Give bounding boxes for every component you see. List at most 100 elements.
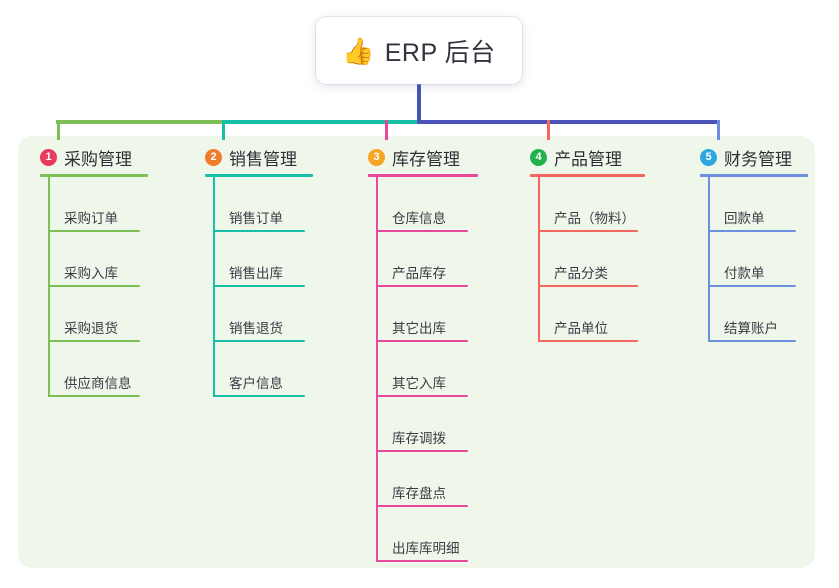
leaf-node[interactable]: 供应商信息 xyxy=(40,342,140,397)
leaf-node[interactable]: 销售出库 xyxy=(205,232,305,287)
root-node[interactable]: 👍 ERP 后台 xyxy=(316,17,522,84)
leaf-node[interactable]: 其它入库 xyxy=(368,342,468,397)
root-title: ERP 后台 xyxy=(384,38,496,67)
leaf-label: 结算账户 xyxy=(724,321,778,336)
leaf-node[interactable]: 客户信息 xyxy=(205,342,305,397)
leaf-node[interactable]: 仓库信息 xyxy=(368,177,468,232)
branch-head-rule xyxy=(368,174,478,177)
leaf-rule xyxy=(376,340,468,342)
branch-title: 销售管理 xyxy=(229,149,297,169)
leaf-label: 仓库信息 xyxy=(392,211,446,226)
branch-head-5[interactable]: 5 财务管理 xyxy=(700,140,808,177)
leaf-rule xyxy=(213,340,305,342)
leaf-label: 采购订单 xyxy=(64,211,118,226)
leaf-node[interactable]: 出库库明细 xyxy=(368,507,468,562)
branch-title: 采购管理 xyxy=(64,149,132,169)
branch-title: 库存管理 xyxy=(392,149,460,169)
leaf-label: 库存调拨 xyxy=(392,431,446,446)
leaf-rule xyxy=(376,560,468,562)
leaf-node[interactable]: 产品库存 xyxy=(368,232,468,287)
leaf-label: 回款单 xyxy=(724,211,765,226)
branch-leaves: 仓库信息产品库存其它出库其它入库库存调拨库存盘点出库库明细 xyxy=(368,177,468,562)
branch-head-rule xyxy=(700,174,808,177)
leaf-node[interactable]: 采购入库 xyxy=(40,232,140,287)
leaf-rule xyxy=(48,285,140,287)
leaf-node[interactable]: 库存盘点 xyxy=(368,452,468,507)
leaf-label: 其它入库 xyxy=(392,376,446,391)
branch-leaves: 采购订单采购入库采购退货供应商信息 xyxy=(40,177,140,397)
leaf-label: 销售订单 xyxy=(229,211,283,226)
leaf-node[interactable]: 销售订单 xyxy=(205,177,305,232)
leaf-label: 产品分类 xyxy=(554,266,608,281)
root-stem xyxy=(417,84,421,124)
branch-leaves: 销售订单销售出库销售退货客户信息 xyxy=(205,177,305,397)
branch-spine xyxy=(708,177,710,342)
bus-segment-2 xyxy=(222,120,419,124)
leaf-node[interactable]: 销售退货 xyxy=(205,287,305,342)
branch-number-badge: 3 xyxy=(368,148,385,166)
branch-head-3[interactable]: 3 库存管理 xyxy=(368,140,478,177)
leaf-rule xyxy=(48,230,140,232)
leaf-rule xyxy=(376,450,468,452)
branch-drop-5 xyxy=(717,120,720,140)
branch-head-rule xyxy=(40,174,148,177)
leaf-label: 销售出库 xyxy=(229,266,283,281)
leaf-label: 采购退货 xyxy=(64,321,118,336)
branch-spine xyxy=(48,177,50,397)
branch-number-badge: 2 xyxy=(205,148,222,166)
branch-column-销售管理: 2 销售管理销售订单销售出库销售退货客户信息 xyxy=(205,140,313,397)
branch-title: 财务管理 xyxy=(724,149,792,169)
leaf-rule xyxy=(48,340,140,342)
leaf-rule xyxy=(538,340,638,342)
leaf-rule xyxy=(538,230,638,232)
leaf-node[interactable]: 产品（物料） xyxy=(530,177,638,232)
leaf-rule xyxy=(213,230,305,232)
leaf-node[interactable]: 采购退货 xyxy=(40,287,140,342)
branches-panel xyxy=(18,136,815,568)
leaf-label: 销售退货 xyxy=(229,321,283,336)
leaf-rule xyxy=(708,340,796,342)
branch-head-4[interactable]: 4 产品管理 xyxy=(530,140,645,177)
branch-number-badge: 5 xyxy=(700,148,717,166)
leaf-rule xyxy=(376,395,468,397)
leaf-rule xyxy=(538,285,638,287)
leaf-label: 采购入库 xyxy=(64,266,118,281)
branch-spine xyxy=(213,177,215,397)
branch-leaves: 产品（物料） 产品分类产品单位 xyxy=(530,177,638,342)
leaf-node[interactable]: 库存调拨 xyxy=(368,397,468,452)
leaf-node[interactable]: 采购订单 xyxy=(40,177,140,232)
branch-head-rule xyxy=(205,174,313,177)
branch-spine xyxy=(376,177,378,562)
branch-title: 产品管理 xyxy=(554,149,622,169)
branch-column-财务管理: 5 财务管理回款单付款单结算账户 xyxy=(700,140,808,342)
leaf-node[interactable]: 付款单 xyxy=(700,232,796,287)
branch-head-rule xyxy=(530,174,645,177)
leaf-rule xyxy=(376,505,468,507)
branch-drop-4 xyxy=(547,120,550,140)
leaf-node[interactable]: 产品分类 xyxy=(530,232,638,287)
leaf-label: 产品单位 xyxy=(554,321,608,336)
bus-segment-3 xyxy=(417,120,720,124)
thumbs-up-icon: 👍 xyxy=(342,35,375,66)
leaf-rule xyxy=(213,395,305,397)
branch-column-库存管理: 3 库存管理仓库信息产品库存其它出库其它入库库存调拨库存盘点出库库明细 xyxy=(368,140,478,562)
leaf-label: 出库库明细 xyxy=(392,541,460,556)
leaf-rule xyxy=(376,285,468,287)
branch-drop-2 xyxy=(222,120,225,140)
leaf-label: 产品库存 xyxy=(392,266,446,281)
leaf-label: 其它出库 xyxy=(392,321,446,336)
leaf-node[interactable]: 回款单 xyxy=(700,177,796,232)
leaf-label: 客户信息 xyxy=(229,376,283,391)
leaf-rule xyxy=(48,395,140,397)
leaf-node[interactable]: 产品单位 xyxy=(530,287,638,342)
leaf-label: 供应商信息 xyxy=(64,376,132,391)
leaf-node[interactable]: 结算账户 xyxy=(700,287,796,342)
leaf-node[interactable]: 其它出库 xyxy=(368,287,468,342)
branch-head-2[interactable]: 2 销售管理 xyxy=(205,140,313,177)
branch-spine xyxy=(538,177,540,342)
branch-number-badge: 4 xyxy=(530,148,547,166)
leaf-label: 产品（物料） xyxy=(554,211,635,226)
